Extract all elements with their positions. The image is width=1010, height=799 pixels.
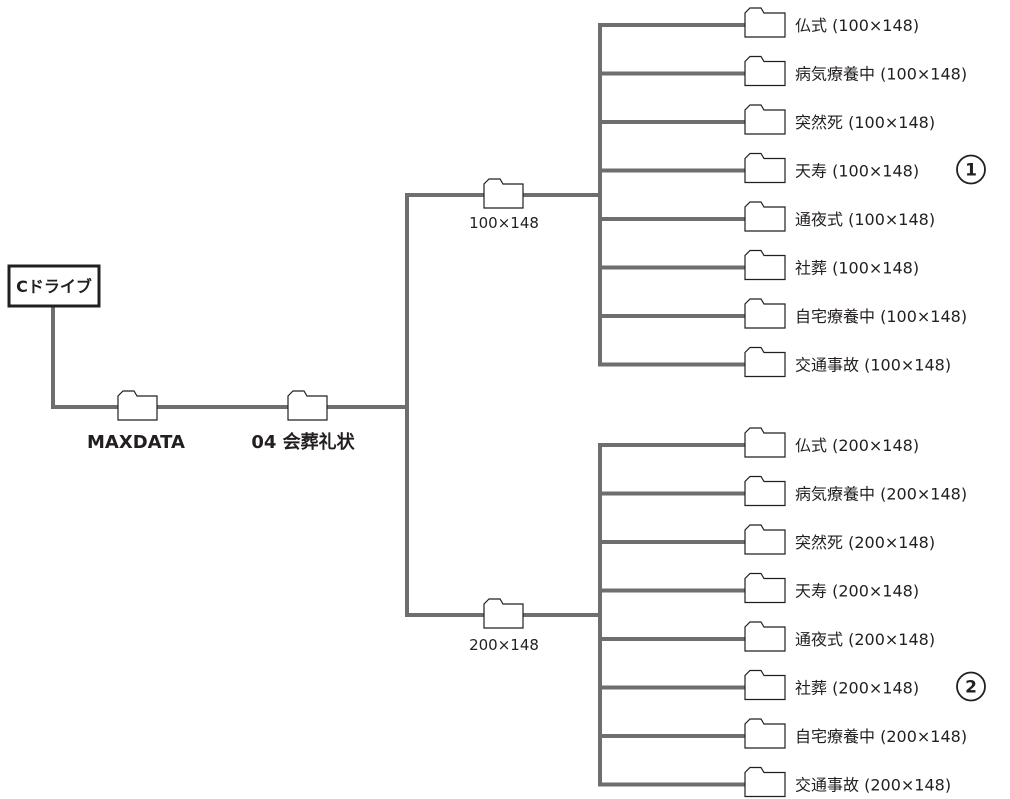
leaf-folder-item[interactable]: 交通事故 (100×148) <box>598 346 951 378</box>
folder-icon <box>744 249 786 281</box>
marker-circle <box>956 671 986 702</box>
folder-icon <box>744 201 786 232</box>
folder-icon <box>744 669 786 701</box>
leaf-folder-label: 通夜式 (200×148) <box>795 630 935 649</box>
leaf-folder-item[interactable]: 突然死 (100×148) <box>598 104 935 135</box>
root-drive-box <box>7 264 101 308</box>
leaf-folder-item[interactable]: 病気療養中 (200×148) <box>598 475 967 507</box>
leaf-folder-label: 天寿 (100×148) <box>795 162 919 181</box>
folder-icon <box>287 390 328 421</box>
folder-icon <box>744 346 786 378</box>
leaf-folder-label: 通夜式 (100×148) <box>795 210 935 229</box>
leaf-folder-label: 突然死 (200×148) <box>795 533 935 552</box>
leaf-folder-item[interactable]: 交通事故 (200×148) <box>598 766 951 798</box>
circled-number-marker: 1 <box>956 154 986 185</box>
root-to-split-line <box>51 306 407 409</box>
leaf-folder-label: 仏式 (200×148) <box>795 436 919 455</box>
leaf-folder-label: 突然死 (100×148) <box>795 113 935 132</box>
leaf-folder-item[interactable]: 天寿 (200×148) <box>598 572 919 604</box>
folder-icon <box>744 621 786 652</box>
leaf-folder-item[interactable]: 自宅療養中 (200×148) <box>598 718 967 749</box>
folder-icon <box>744 427 786 458</box>
funeral-letter-label: 04 会葬礼状 <box>251 431 355 453</box>
leaf-folder-label: 交通事故 (100×148) <box>795 356 951 375</box>
folder-icon <box>744 475 786 507</box>
leaf-folder-item[interactable]: 自宅療養中 (100×148) <box>598 298 967 329</box>
size-group-label: 100×148 <box>469 214 539 232</box>
folder-icon <box>744 766 786 798</box>
folder-icon <box>483 598 524 629</box>
leaf-folder-item[interactable]: 仏式 (100×148) <box>598 7 919 38</box>
leaf-folder-label: 自宅療養中 (200×148) <box>795 727 967 746</box>
root-drive-node[interactable]: Cドライブ <box>7 264 101 308</box>
leaf-folder-item[interactable]: 通夜式 (100×148) <box>598 201 935 232</box>
leaf-folder-label: 天寿 (200×148) <box>795 582 919 601</box>
maxdata-label: MAXDATA <box>87 432 185 453</box>
leaf-folder-label: 社葬 (200×148) <box>795 679 919 698</box>
leaf-folder-label: 交通事故 (200×148) <box>795 776 951 795</box>
marker-number: 2 <box>965 678 977 698</box>
size-group-node-2[interactable]: 200×148 <box>469 598 539 654</box>
funeral-letter-folder-node[interactable]: 04 会葬礼状 <box>251 390 356 453</box>
folder-icon <box>744 152 786 184</box>
leaf-folder-label: 社葬 (100×148) <box>795 259 919 278</box>
leaf-folder-label: 自宅療養中 (100×148) <box>795 307 967 326</box>
leaf-folder-item[interactable]: 天寿 (100×148) 1 <box>598 152 986 185</box>
circled-number-marker: 2 <box>956 671 986 702</box>
leaf-folder-label: 病気療養中 (100×148) <box>795 65 967 84</box>
folder-icon <box>744 7 786 38</box>
leaf-folder-item[interactable]: 突然死 (200×148) <box>598 524 935 555</box>
leaf-folder-label: 病気療養中 (200×148) <box>795 485 967 504</box>
folder-icon <box>744 55 786 87</box>
folder-icon <box>117 390 158 421</box>
folder-icon <box>744 718 786 749</box>
leaf-folder-item[interactable]: 仏式 (200×148) <box>598 427 919 458</box>
leaf-folder-item[interactable]: 社葬 (100×148) <box>598 249 919 281</box>
size-group-node-1[interactable]: 100×148 <box>469 178 539 232</box>
leaf-group-1: 仏式 (100×148) 病気療養中 (100×148) 突然死 (100×148)… <box>598 7 986 378</box>
leaf-group-2: 仏式 (200×148) 病気療養中 (200×148) 突然死 (200×148)… <box>598 427 986 798</box>
folder-icon <box>483 178 524 209</box>
maxdata-folder-node[interactable]: MAXDATA <box>87 390 185 453</box>
marker-number: 1 <box>965 161 977 181</box>
folder-icon <box>744 298 786 329</box>
root-drive-label: Cドライブ <box>16 277 92 296</box>
size-group-label: 200×148 <box>469 636 539 654</box>
leaf-folder-item[interactable]: 病気療養中 (100×148) <box>598 55 967 87</box>
folder-icon <box>744 572 786 604</box>
leaf-folder-list: 仏式 (100×148) 病気療養中 (100×148) 突然死 (100×148)… <box>598 7 986 798</box>
folder-icon <box>744 104 786 135</box>
folder-icon <box>744 524 786 555</box>
leaf-folder-item[interactable]: 社葬 (200×148) 2 <box>598 669 986 702</box>
leaf-folder-item[interactable]: 通夜式 (200×148) <box>598 621 935 652</box>
leaf-folder-label: 仏式 (100×148) <box>795 16 919 35</box>
marker-circle <box>956 154 986 185</box>
